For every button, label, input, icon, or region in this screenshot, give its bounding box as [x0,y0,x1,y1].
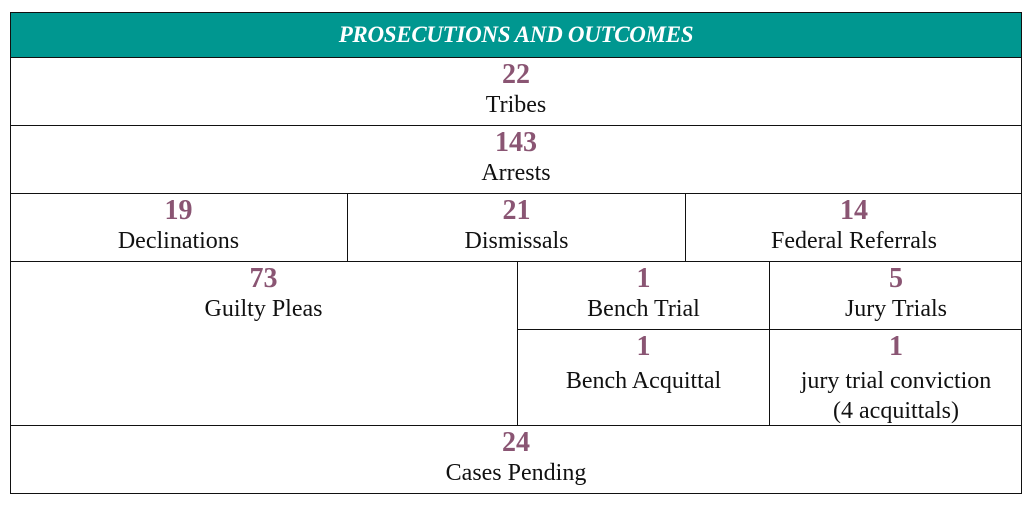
bench-trial-cell: 1 Bench Trial [517,261,769,329]
tribes-label: Tribes [485,92,547,118]
cases-pending-cell: 24 Cases Pending [10,425,1022,494]
cases-pending-value: 24 [502,427,530,458]
bench-trial-value: 1 [636,263,651,294]
federal-referrals-cell: 14 Federal Referrals [685,193,1022,261]
guilty-pleas-cell: 73 Guilty Pleas [10,261,517,425]
bench-acquittal-cell: 1 Bench Acquittal [517,329,769,425]
arrests-label: Arrests [481,160,551,186]
bench-acquittal-label: Bench Acquittal [565,368,722,394]
jury-conviction-label-line2: (4 acquittals) [833,398,959,424]
tribes-value: 22 [502,59,530,90]
tribes-cell: 22 Tribes [10,57,1022,125]
arrests-value: 143 [495,127,537,158]
bench-trial-label: Bench Trial [587,296,700,322]
dismissals-label: Dismissals [464,228,569,254]
declinations-value: 19 [164,195,193,226]
jury-conviction-label-line1: jury trial conviction [800,368,992,394]
prosecutions-table: PROSECUTIONS AND OUTCOMES 22 Tribes 143 … [10,12,1022,494]
table-title: PROSECUTIONS AND OUTCOMES [10,12,1022,57]
dismissals-cell: 21 Dismissals [347,193,685,261]
jury-trials-value: 5 [889,263,903,294]
cases-pending-label: Cases Pending [445,460,587,486]
declinations-cell: 19 Declinations [10,193,347,261]
jury-trials-cell: 5 Jury Trials [769,261,1022,329]
guilty-pleas-label: Guilty Pleas [204,296,323,322]
bench-acquittal-value: 1 [636,331,651,362]
federal-referrals-value: 14 [840,195,868,226]
arrests-cell: 143 Arrests [10,125,1022,193]
declinations-label: Declinations [117,228,240,254]
jury-conviction-value: 1 [889,331,903,362]
federal-referrals-label: Federal Referrals [771,228,937,254]
jury-conviction-cell: 1 jury trial conviction (4 acquittals) [769,329,1022,425]
table-title-text: PROSECUTIONS AND OUTCOMES [338,21,694,47]
dismissals-value: 21 [502,195,531,226]
jury-trials-label: Jury Trials [844,296,948,322]
guilty-pleas-value: 73 [249,263,278,294]
